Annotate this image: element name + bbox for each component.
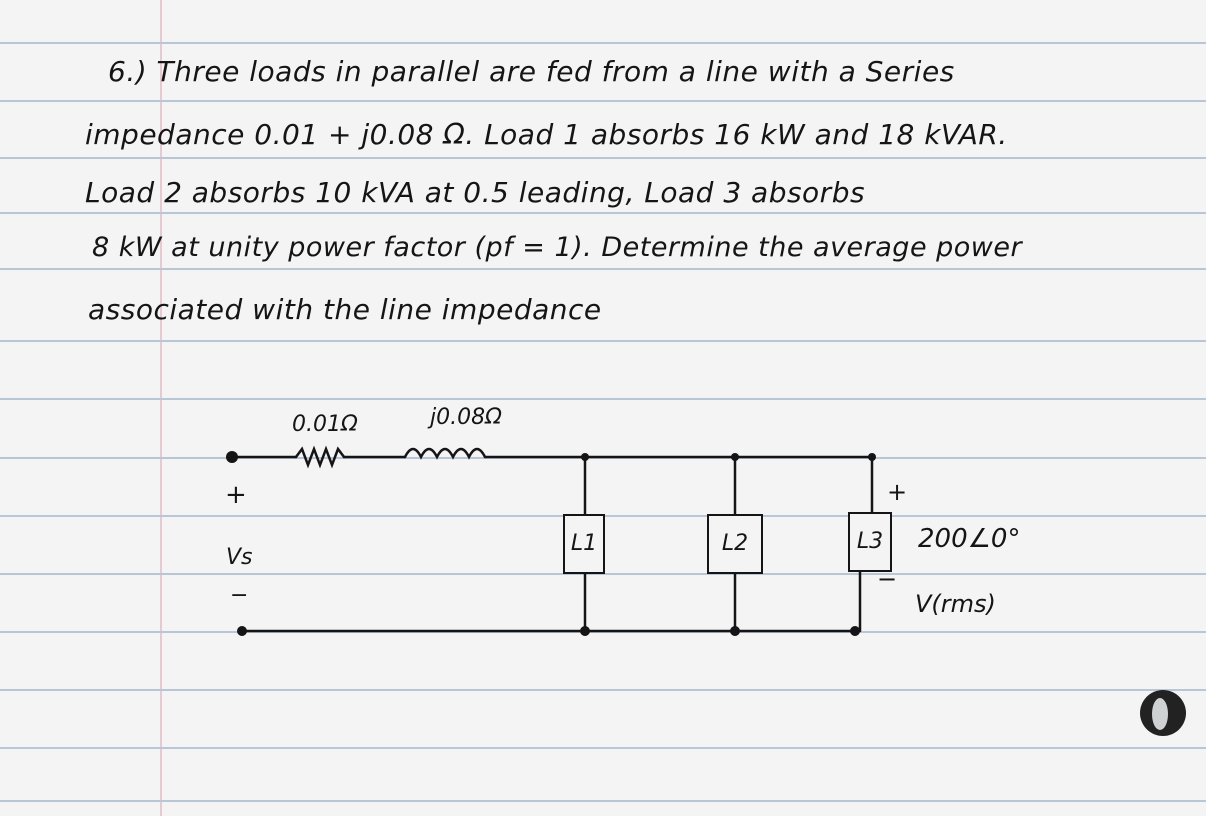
junction-node — [730, 626, 740, 636]
ink-blot-highlight — [1152, 698, 1168, 730]
junction-node — [868, 453, 876, 461]
ruled-line — [0, 268, 1206, 270]
problem-line-2: impedance 0.01 + j0.08 Ω. Load 1 absorbs… — [85, 118, 1008, 151]
terminal-node — [237, 626, 247, 636]
problem-line-5: associated with the line impedance — [88, 293, 602, 326]
source-minus: − — [230, 583, 249, 608]
problem-line-4: 8 kW at unity power factor (pf = 1). Det… — [92, 232, 1023, 263]
source-plus: + — [225, 480, 247, 510]
load-2-box: L2 — [707, 514, 763, 574]
load-3-box: L3 — [848, 512, 892, 572]
voltage-unit: V(rms) — [915, 590, 996, 618]
ruled-line — [0, 157, 1206, 159]
ruled-line — [0, 340, 1206, 342]
load3-plus: + — [887, 478, 908, 506]
resistor-label: 0.01Ω — [292, 412, 358, 437]
junction-node — [581, 453, 589, 461]
ruled-line — [0, 800, 1206, 802]
problem-line-3: Load 2 absorbs 10 kVA at 0.5 leading, Lo… — [85, 176, 866, 209]
inductor — [403, 447, 487, 460]
problem-line-1: 6.) Three loads in parallel are fed from… — [108, 55, 955, 88]
source-label: Vs — [226, 545, 253, 570]
junction-node — [580, 626, 590, 636]
ruled-line — [0, 747, 1206, 749]
inductor-label: j0.08Ω — [430, 405, 502, 430]
voltage-value: 200∠0° — [918, 524, 1021, 554]
margin-line — [160, 0, 162, 816]
ruled-line — [0, 689, 1206, 691]
load-1-box: L1 — [563, 514, 605, 574]
terminal-node — [226, 451, 238, 463]
ruled-line — [0, 100, 1206, 102]
ruled-line — [0, 42, 1206, 44]
junction-node — [850, 626, 860, 636]
junction-node — [731, 453, 739, 461]
ruled-line — [0, 398, 1206, 400]
ruled-line — [0, 212, 1206, 214]
load3-minus: − — [877, 565, 898, 593]
ruled-line — [0, 573, 1206, 575]
resistor — [294, 445, 346, 469]
